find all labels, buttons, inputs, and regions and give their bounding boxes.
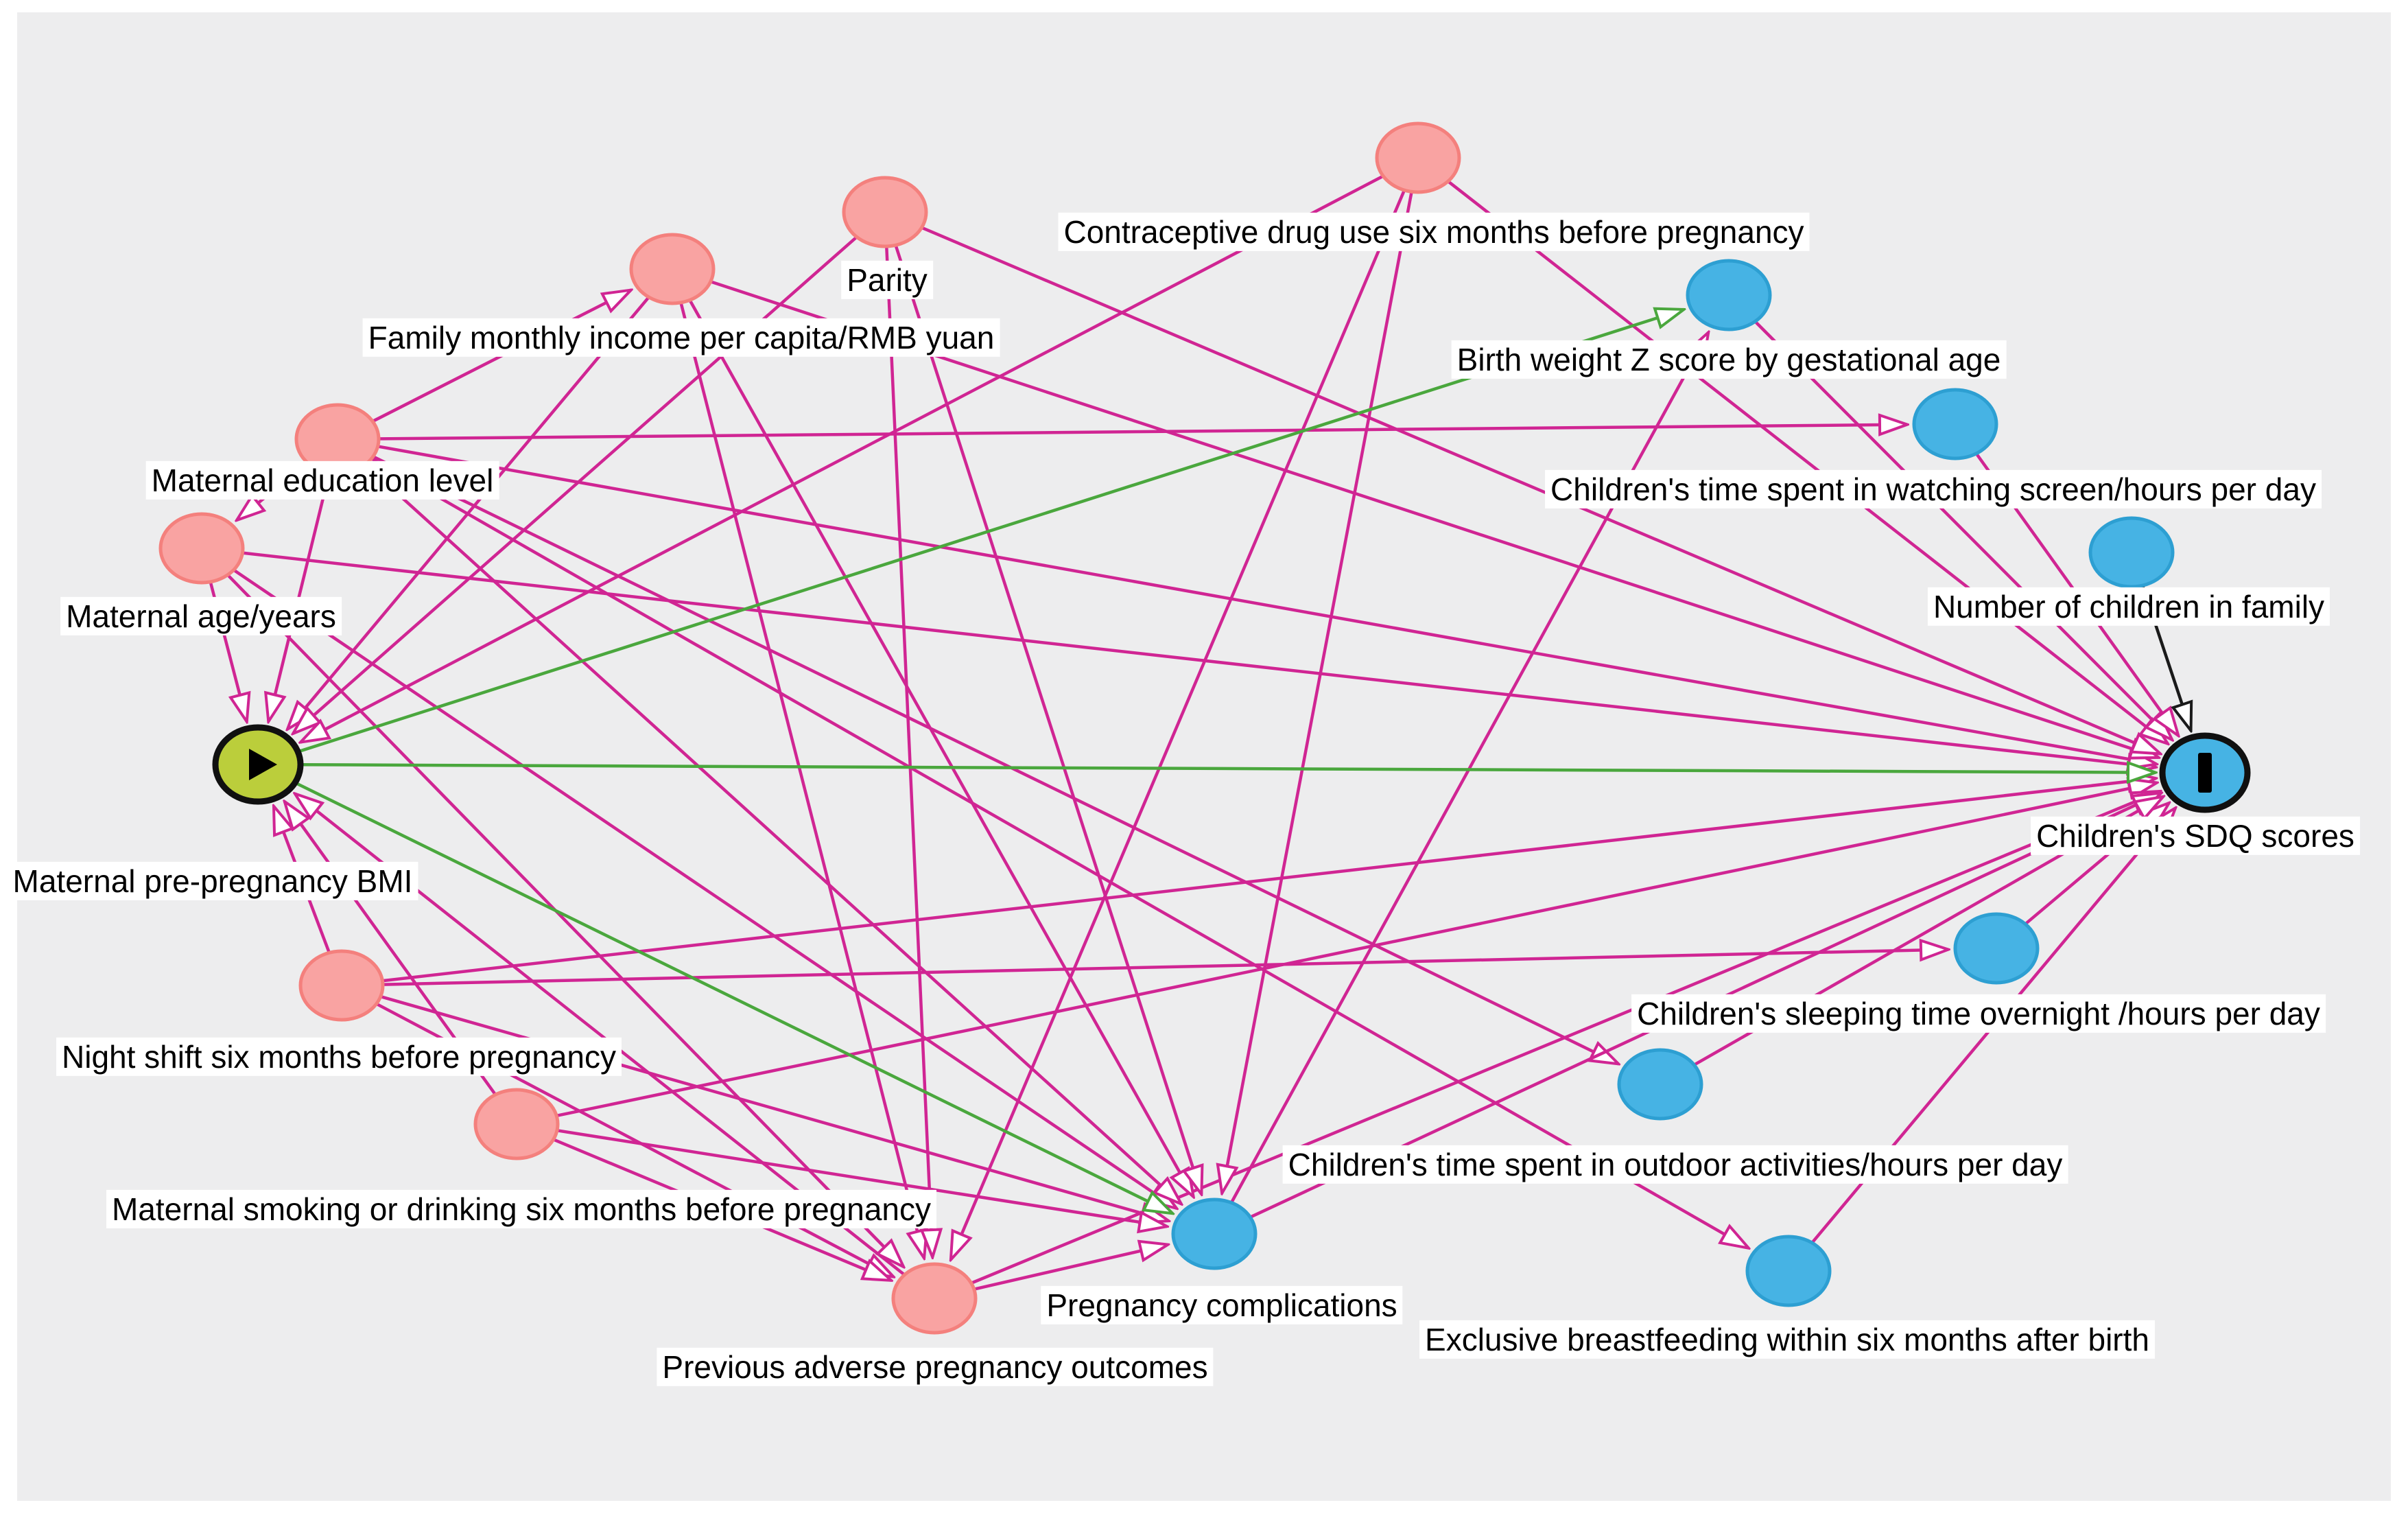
edge-age-complications[interactable] <box>233 569 1177 1208</box>
node-sleeping[interactable] <box>1953 912 2040 985</box>
edge-education-income[interactable] <box>373 290 631 423</box>
edge-bmi-birthweight[interactable] <box>298 310 1684 753</box>
edge-contraceptive-prevadverse[interactable] <box>951 191 1406 1260</box>
play-triangle-icon <box>249 749 277 780</box>
edge-outdoor-sdq[interactable] <box>1695 797 2163 1066</box>
node-outdoor[interactable] <box>1617 1048 1703 1121</box>
node-income[interactable] <box>629 233 716 305</box>
edge-age-sdq[interactable] <box>244 551 2156 767</box>
node-prevadverse[interactable] <box>891 1262 978 1335</box>
node-age[interactable] <box>158 512 245 585</box>
node-bmi[interactable] <box>212 724 304 805</box>
node-numchildren[interactable] <box>2088 516 2175 589</box>
node-contraceptive[interactable] <box>1375 121 1461 194</box>
vertical-bar-icon <box>2198 753 2212 793</box>
edge-smoking-sdq[interactable] <box>557 783 2157 1117</box>
edge-bmi-complications[interactable] <box>295 782 1173 1213</box>
edge-bmi-sdq[interactable] <box>301 764 2156 772</box>
edge-income-prevadverse[interactable] <box>679 303 924 1259</box>
node-birthweight[interactable] <box>1686 259 1772 331</box>
edge-income-sdq[interactable] <box>711 280 2159 758</box>
edge-contraceptive-sdq[interactable] <box>1448 180 2168 743</box>
node-smoking[interactable] <box>473 1088 560 1160</box>
edge-nightshift-sdq[interactable] <box>383 778 2156 983</box>
edge-education-screentime[interactable] <box>379 425 1907 441</box>
node-education[interactable] <box>294 403 381 476</box>
edge-education-breastfeeding[interactable] <box>372 458 1749 1248</box>
edge-screentime-sdq[interactable] <box>1976 454 2178 736</box>
edge-contraceptive-bmi[interactable] <box>300 175 1383 742</box>
edge-birthweight-sdq[interactable] <box>1755 321 2173 740</box>
edge-parity-prevadverse[interactable] <box>885 247 932 1257</box>
edge-income-complications[interactable] <box>689 300 1193 1197</box>
edge-education-age[interactable] <box>237 463 308 520</box>
edge-nightshift-sleeping[interactable] <box>383 950 1948 986</box>
edge-parity-complications[interactable] <box>895 246 1201 1194</box>
edge-complications-sdq[interactable] <box>1251 793 2161 1218</box>
node-complications[interactable] <box>1171 1198 1258 1270</box>
edge-contraceptive-complications[interactable] <box>1222 192 1413 1193</box>
node-parity[interactable] <box>842 176 928 248</box>
node-screentime[interactable] <box>1912 388 1998 460</box>
edge-age-bmi[interactable] <box>209 583 247 722</box>
edge-education-outdoor[interactable] <box>373 456 1619 1064</box>
node-breastfeeding[interactable] <box>1745 1235 1832 1307</box>
edge-age-prevadverse[interactable] <box>227 574 904 1267</box>
node-sdq[interactable] <box>2159 732 2251 813</box>
edge-parity-sdq[interactable] <box>922 226 2160 754</box>
edge-breastfeeding-sdq[interactable] <box>1811 808 2176 1243</box>
edge-smoking-prevadverse[interactable] <box>554 1138 892 1281</box>
edge-nightshift-complications[interactable] <box>381 995 1169 1221</box>
edge-smoking-complications[interactable] <box>558 1129 1167 1227</box>
edge-education-sdq[interactable] <box>379 445 2157 764</box>
edge-nightshift-prevadverse[interactable] <box>377 1003 893 1277</box>
edge-prevadverse-complications[interactable] <box>975 1245 1168 1291</box>
node-nightshift[interactable] <box>298 949 385 1022</box>
edge-education-complications[interactable] <box>365 464 1181 1204</box>
edge-prevadverse-bmi[interactable] <box>295 793 905 1276</box>
edge-nightshift-bmi[interactable] <box>274 806 331 953</box>
edge-numchildren-sdq[interactable] <box>2141 586 2191 731</box>
